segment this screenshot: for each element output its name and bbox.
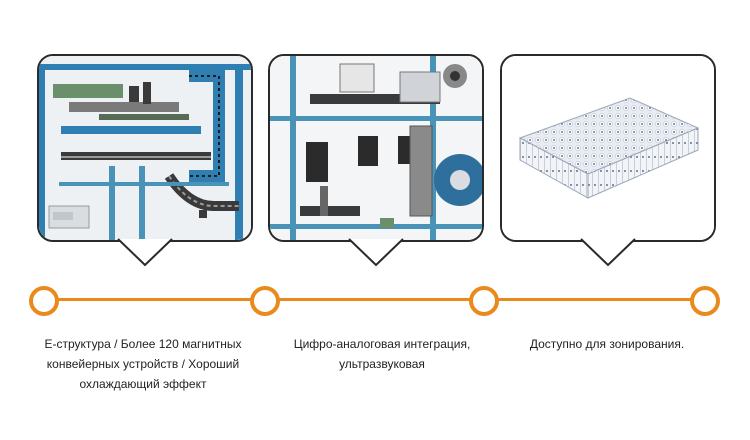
card-pointer	[117, 238, 173, 267]
feature-card-conveyor	[37, 54, 253, 267]
caption-machine: Цифро-аналоговая интеграция, ультразвуко…	[293, 337, 471, 371]
card-pointer	[580, 238, 636, 267]
machine-cad-image	[270, 56, 482, 240]
timeline-node	[469, 286, 499, 316]
conveyor-cad-image	[39, 56, 251, 240]
timeline-node	[690, 286, 720, 316]
timeline-line	[42, 298, 706, 301]
feature-card-spring-unit	[500, 54, 716, 267]
pocket-spring-image	[502, 56, 714, 240]
caption-conveyor: E-структура / Более 120 магнитных конвей…	[44, 337, 242, 391]
timeline	[0, 280, 750, 320]
feature-card-machine	[268, 54, 484, 267]
card-pointer	[348, 238, 404, 267]
caption-spring-unit: Доступно для зонирования.	[529, 337, 685, 351]
timeline-node	[250, 286, 280, 316]
timeline-node	[29, 286, 59, 316]
